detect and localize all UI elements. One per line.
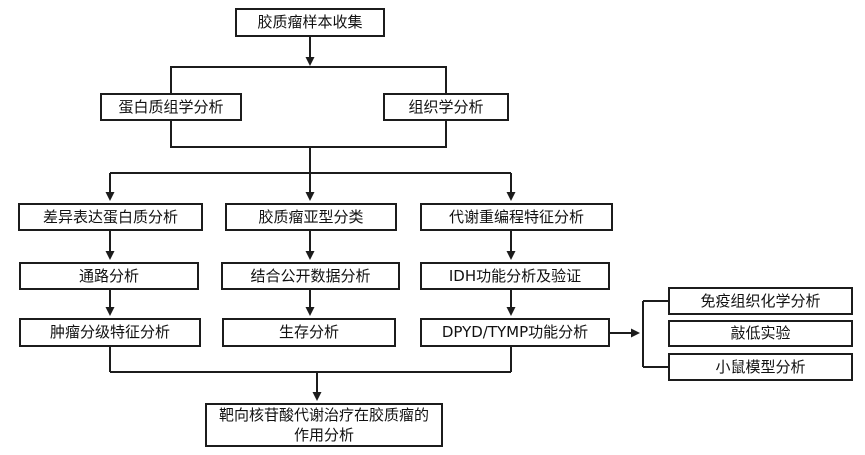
arrowhead-col1-row5 [105,307,115,316]
node-dpyd-tymp-function: DPYD/TYMP功能分析 [420,318,610,347]
node-idh-function: IDH功能分析及验证 [420,262,610,290]
connector-split-row2 [170,66,447,93]
arrowhead-top [305,57,315,66]
connector-merge-row2 [170,121,447,148]
arrowhead-col3-row3 [506,192,516,201]
arrowhead-col2-row3 [305,192,315,201]
arrowhead-col3-row5 [506,307,516,316]
arrowhead-col3-row4 [506,251,516,260]
node-sample-collection: 胶质瘤样本收集 [235,8,385,37]
node-subtype-classification: 胶质瘤亚型分类 [225,203,397,231]
node-final-analysis: 靶向核苷酸代谢治疗在胶质瘤的 作用分析 [205,403,443,447]
arrowhead-final [312,392,322,401]
node-tumor-grading: 肿瘤分级特征分析 [19,318,201,347]
arrowhead-dpyd-right [631,328,640,338]
node-pathway-analysis: 通路分析 [19,262,199,290]
node-histology: 组织学分析 [383,93,509,121]
node-proteomics: 蛋白质组学分析 [100,93,242,121]
node-public-data-analysis: 结合公开数据分析 [221,262,400,290]
node-knockdown-experiment: 敲低实验 [668,320,853,347]
arrowhead-col2-row4 [305,251,315,260]
arrowhead-col2-row5 [305,307,315,316]
node-mouse-model: 小鼠模型分析 [668,353,853,381]
arrowhead-col1-row3 [105,192,115,201]
arrowhead-col1-row4 [105,251,115,260]
node-survival-analysis: 生存分析 [222,318,396,347]
node-immunohistochemistry: 免疫组织化学分析 [668,287,853,315]
node-dep-analysis: 差异表达蛋白质分析 [18,203,203,231]
node-metabolic-reprogramming: 代谢重编程特征分析 [420,203,613,231]
